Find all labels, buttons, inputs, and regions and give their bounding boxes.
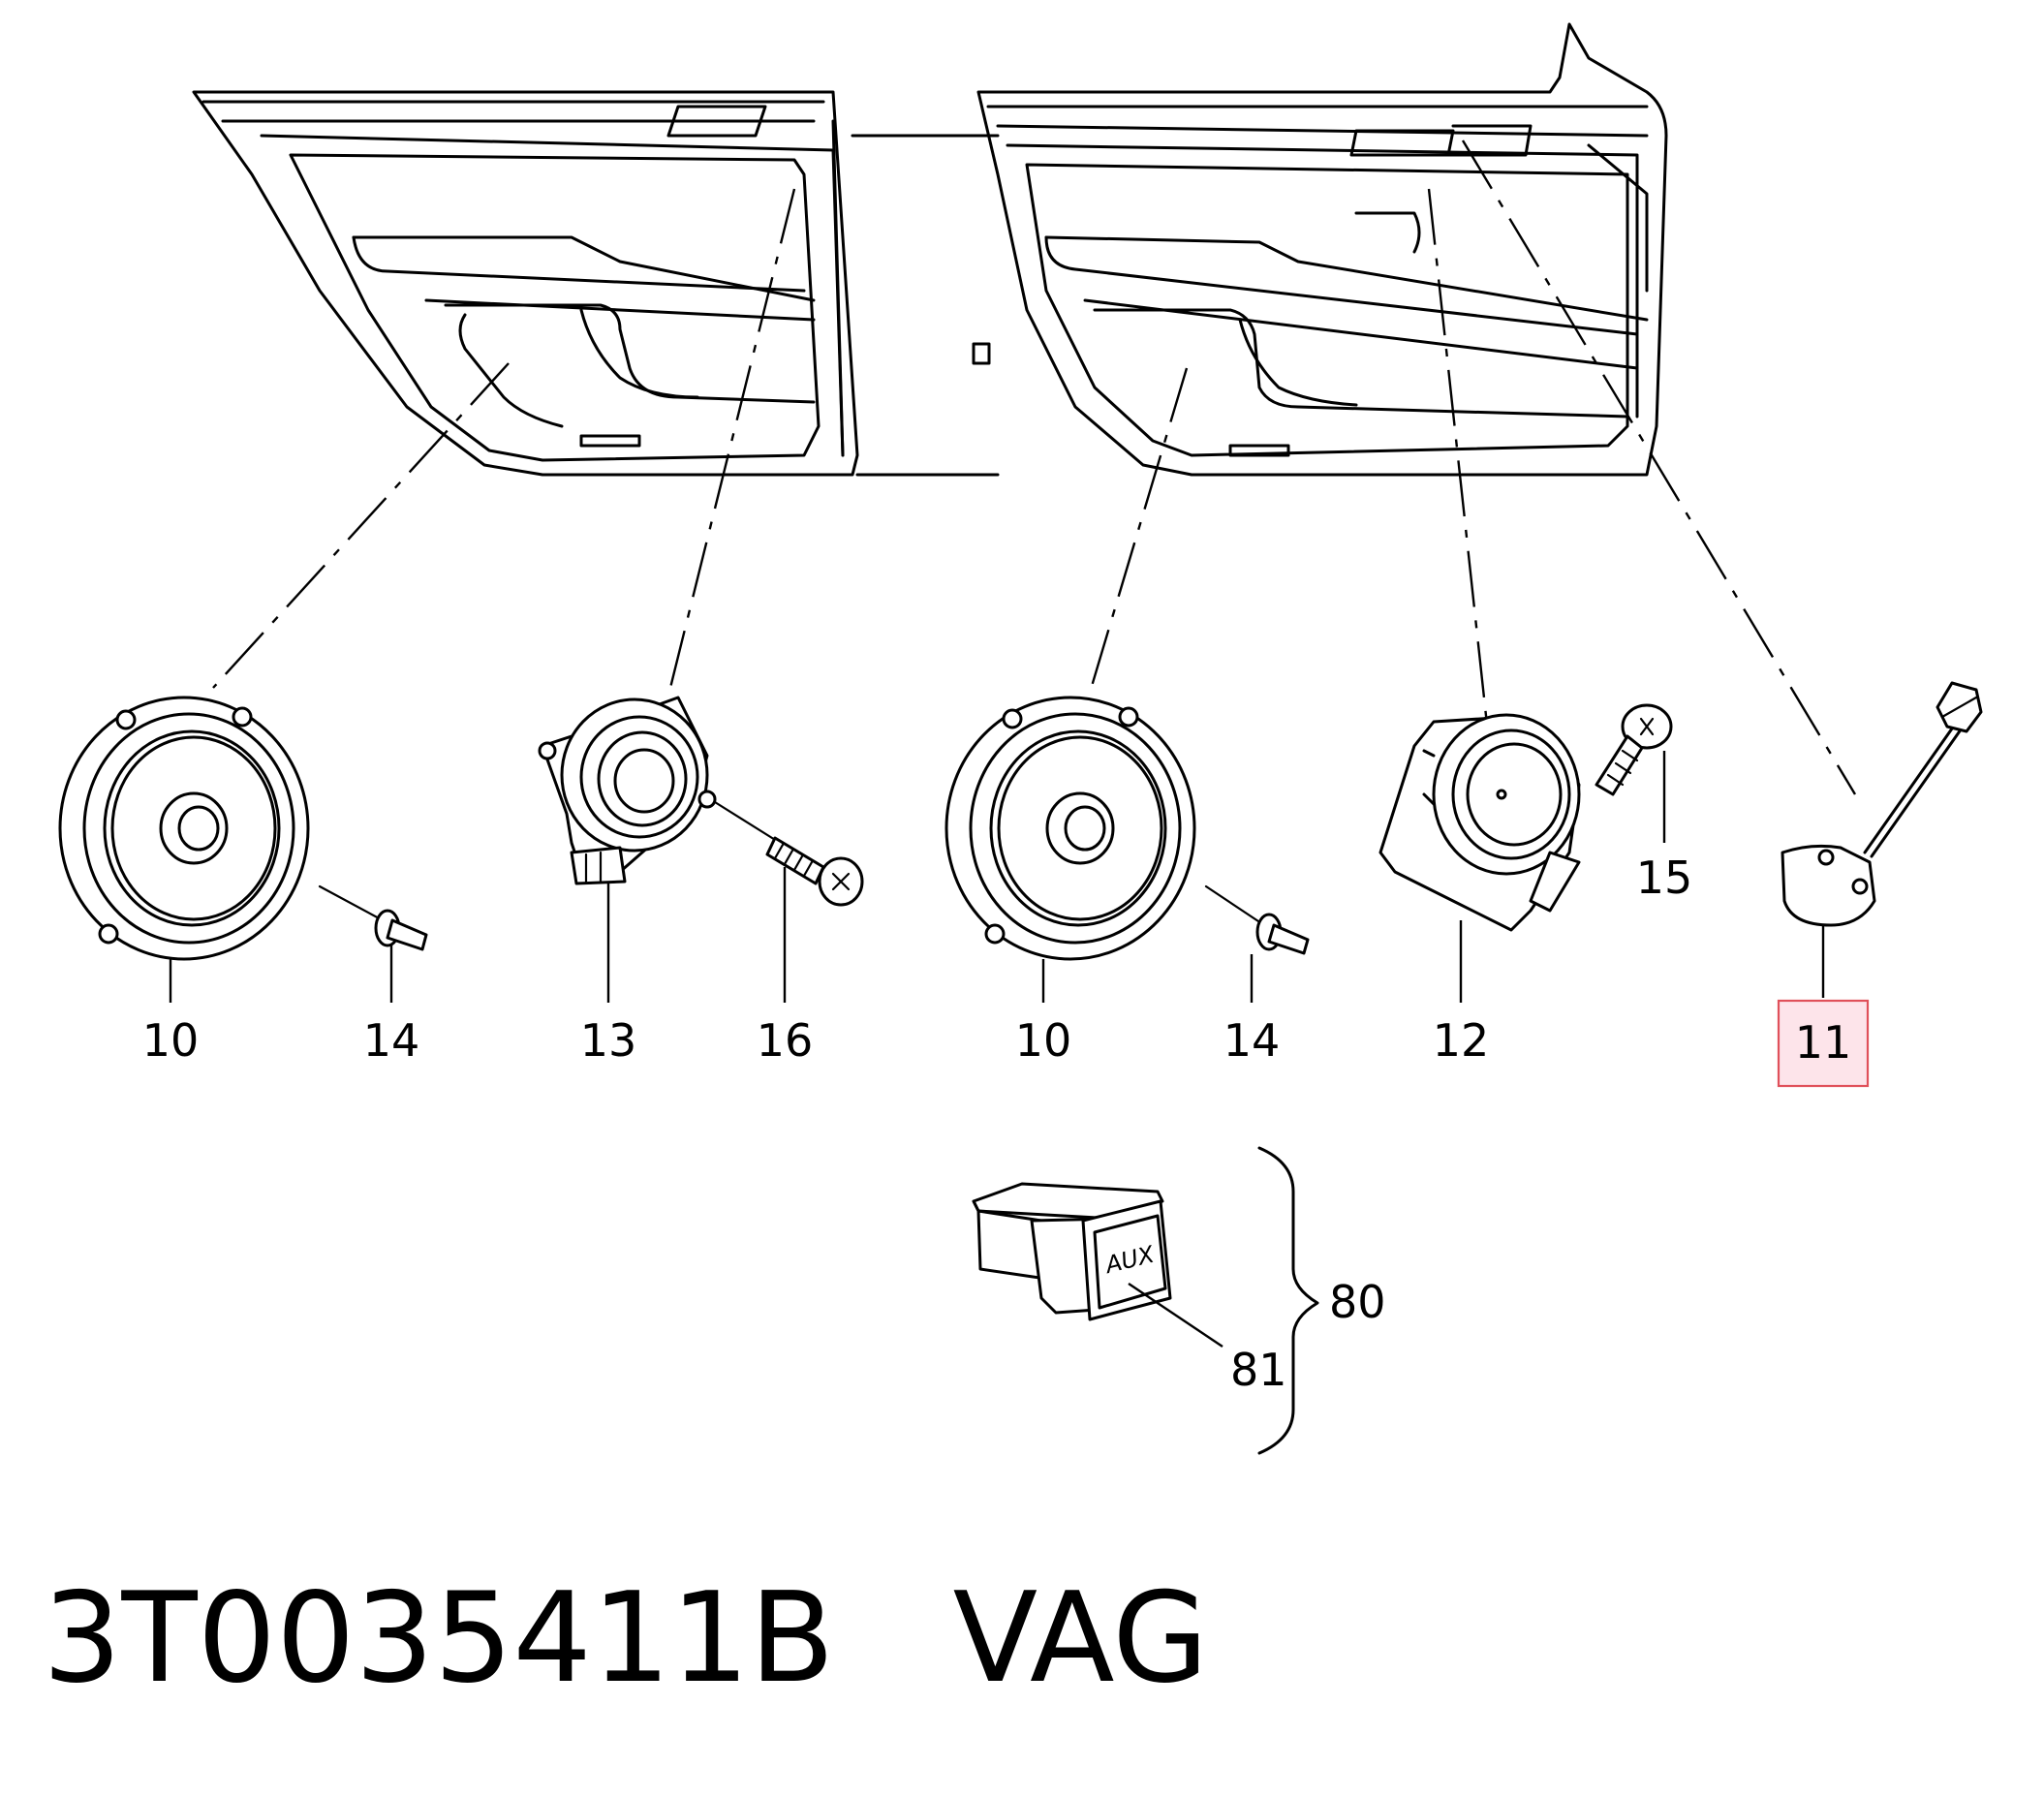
callout-13[interactable]: 13 bbox=[580, 1014, 637, 1067]
aux-connector: AUX bbox=[972, 1182, 1172, 1321]
part-11-sensor bbox=[1781, 681, 1983, 927]
callout-80[interactable]: 80 bbox=[1329, 1276, 1386, 1328]
leader-lines bbox=[212, 140, 1857, 795]
left-door-panel bbox=[192, 90, 1000, 477]
bracket-80 bbox=[1257, 1146, 1319, 1455]
tweeter-13 bbox=[538, 696, 717, 885]
panel-clip-icon bbox=[972, 342, 991, 365]
callout-labels: 10 14 13 16 10 14 12 15 11 80 81 bbox=[142, 852, 1870, 1396]
right-door-panel bbox=[976, 22, 1668, 477]
screw-15 bbox=[1595, 703, 1673, 796]
callout-11-highlight bbox=[1777, 999, 1870, 1088]
speaker-12 bbox=[1378, 713, 1581, 932]
rivet-14-left bbox=[318, 884, 428, 951]
callout-11[interactable]: 11 bbox=[1795, 1016, 1852, 1069]
speaker-10-right bbox=[945, 696, 1196, 961]
callout-leaders bbox=[169, 751, 1825, 1348]
callout-12[interactable]: 12 bbox=[1433, 1014, 1490, 1067]
screw-16 bbox=[713, 800, 864, 907]
callout-16[interactable]: 16 bbox=[757, 1014, 814, 1067]
part-number-caption: 3T0035411B VAG bbox=[43, 1566, 1209, 1711]
callout-15[interactable]: 15 bbox=[1636, 852, 1693, 904]
callout-14-right[interactable]: 14 bbox=[1223, 1014, 1281, 1067]
callout-10-right[interactable]: 10 bbox=[1015, 1014, 1072, 1067]
callout-81[interactable]: 81 bbox=[1230, 1344, 1287, 1396]
callout-10-left[interactable]: 10 bbox=[142, 1014, 200, 1067]
speaker-10-left bbox=[58, 696, 310, 961]
rivet-14-right bbox=[1204, 884, 1310, 955]
callout-14-left[interactable]: 14 bbox=[363, 1014, 420, 1067]
